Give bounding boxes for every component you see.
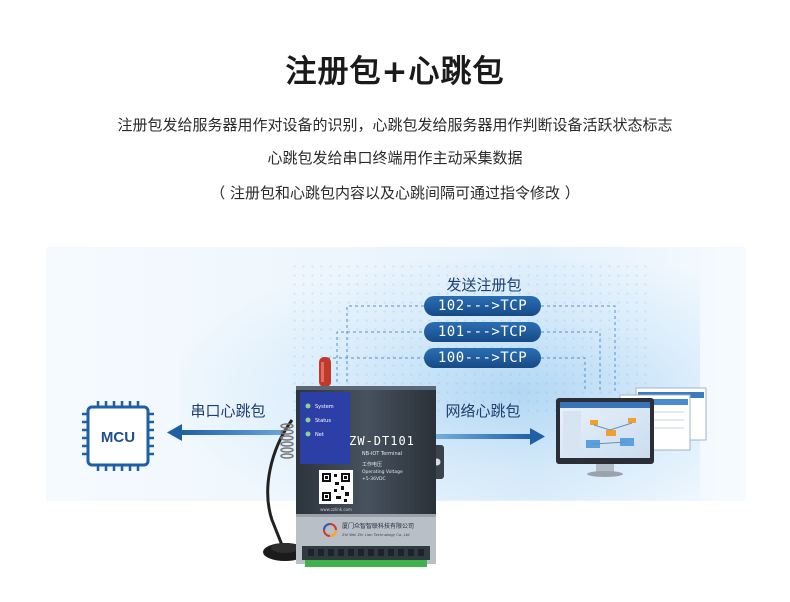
dashed-line-102 xyxy=(346,305,616,392)
led-label-system: System xyxy=(315,404,334,410)
packet-pill-101: 101--->TCP xyxy=(424,322,541,342)
led-label-net: Net xyxy=(315,432,324,438)
packet-arrow: ---> xyxy=(464,298,501,314)
status-leds: System Status Net xyxy=(305,403,334,438)
device-spec-title: 工作电压 xyxy=(362,461,382,468)
page-title: 注册包+心跳包 xyxy=(285,54,505,90)
device-subtitle: NB-IOT Terminal xyxy=(362,451,402,457)
server-computer-icon xyxy=(556,387,707,477)
network-heartbeat-label: 网络心跳包 xyxy=(445,402,520,420)
register-packet-label: 发送注册包 xyxy=(446,276,521,294)
packet-arrow: ---> xyxy=(464,324,501,340)
company-logo-icon xyxy=(323,523,337,537)
packet-pill-102: 102--->TCP xyxy=(424,296,541,316)
network-heartbeat-arrow xyxy=(432,428,545,445)
packet-id: 101 xyxy=(437,324,465,340)
company-name-cn: 厦门众智智联科技有限公司 xyxy=(342,522,414,530)
led-label-status: Status xyxy=(315,418,331,424)
mcu-chip-icon: MCU xyxy=(82,401,154,471)
device-spec-line1: Operating Voltage xyxy=(362,469,403,475)
packet-protocol: TCP xyxy=(500,350,528,366)
device-model: ZW-DT101 xyxy=(349,434,415,448)
description-line-1: 注册包发给服务器用作对设备的识别，心跳包发给服务器用作判断设备活跃状态标志 xyxy=(117,116,673,134)
company-name-en: Zhi Wei Zhi Lian Technology Co.,Ltd xyxy=(342,532,410,537)
description-line-3: （ 注册包和心跳包内容以及心跳间隔可通过指令修改 ） xyxy=(210,184,580,202)
dashed-line-101 xyxy=(336,331,601,392)
packet-id: 100 xyxy=(437,350,465,366)
serial-heartbeat-arrow xyxy=(167,424,285,441)
gateway-device: System Status Net ZW-DT101 NB-IOT Termin… xyxy=(296,386,444,567)
packet-protocol: TCP xyxy=(500,324,528,340)
description-line-2: 心跳包发给串口终端用作主动采集数据 xyxy=(267,149,523,167)
device-website: www.zzlink.com xyxy=(320,507,352,512)
serial-heartbeat-label: 串口心跳包 xyxy=(190,402,265,420)
device-spec-line2: +5-36VDC xyxy=(362,476,386,482)
qr-code-icon xyxy=(319,470,353,504)
packet-arrow: ---> xyxy=(464,350,501,366)
mcu-label: MCU xyxy=(101,429,135,446)
packet-pill-100: 100--->TCP xyxy=(424,348,541,368)
packet-id: 102 xyxy=(437,298,465,314)
packet-protocol: TCP xyxy=(500,298,528,314)
terminal-block xyxy=(302,546,430,567)
